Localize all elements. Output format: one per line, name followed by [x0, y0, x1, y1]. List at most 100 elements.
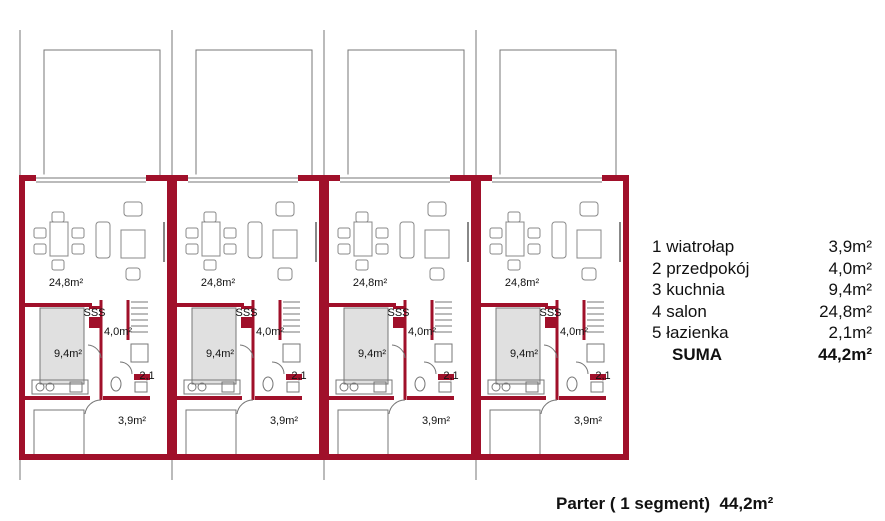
chair: [489, 227, 503, 239]
sofa: [399, 221, 415, 259]
bath-wall: [134, 374, 150, 380]
label-przedpokoj: 4,0m²: [408, 326, 436, 338]
vent-label: SSS: [387, 307, 409, 319]
washbasin: [590, 381, 604, 393]
label-salon: 24,8m²: [505, 277, 540, 289]
kitchen-counter: [191, 307, 237, 385]
stair-landing: [130, 343, 149, 363]
vent-label: SSS: [83, 307, 105, 319]
hob: [187, 382, 197, 392]
garden-terrace: [43, 49, 161, 179]
sink: [69, 381, 83, 393]
chair: [337, 227, 351, 239]
front-porch: [33, 409, 85, 459]
armchair: [579, 201, 599, 217]
dining-table: [201, 221, 221, 257]
legend-room-area: 4,0m²: [828, 258, 872, 278]
legend-room-name: 1 wiatrołap: [652, 237, 735, 256]
armchair: [427, 201, 447, 217]
chair: [223, 227, 237, 239]
garden-terrace: [499, 49, 617, 179]
label-kuchnia: 9,4m²: [510, 348, 538, 360]
door-swing: [239, 344, 254, 359]
front-porch: [489, 409, 541, 459]
chair: [507, 211, 521, 223]
stair-landing: [586, 343, 605, 363]
vent-label: SSS: [235, 307, 257, 319]
door-swing: [540, 399, 558, 415]
sink: [373, 381, 387, 393]
door-swing: [543, 344, 558, 359]
front-porch: [337, 409, 389, 459]
legend-total-area: 44,2m²: [818, 344, 872, 364]
door-swing: [87, 344, 102, 359]
door-swing: [271, 361, 285, 375]
chair: [223, 243, 237, 255]
hob: [197, 382, 207, 392]
label-przedpokoj: 4,0m²: [256, 326, 284, 338]
vent-box: [89, 309, 100, 317]
dining-table: [49, 221, 69, 257]
dining-table: [353, 221, 373, 257]
vent-box: [241, 309, 252, 317]
toilet: [110, 376, 122, 392]
hob: [339, 382, 349, 392]
legend-room-name: 2 przedpokój: [652, 258, 750, 278]
legend-room-area: 9,4m²: [828, 280, 872, 299]
label-kuchnia: 9,4m²: [54, 348, 82, 360]
toilet: [566, 376, 578, 392]
room-legend: 1 wiatrołap 3,9m² 2 przedpokój 4,0m² 3 k…: [652, 236, 872, 365]
label-salon: 24,8m²: [353, 277, 388, 289]
label-kuchnia: 9,4m²: [358, 348, 386, 360]
chair: [71, 243, 85, 255]
segment-4: SSS 24,8m² 9,4m² 4,0m² 2,1 3,9m²: [475, 30, 629, 480]
chair: [185, 227, 199, 239]
door-swing: [575, 361, 589, 375]
armchair: [125, 267, 141, 281]
vent-box: [393, 309, 404, 317]
label-wiatrolap: 3,9m²: [422, 415, 450, 427]
coffee-table: [120, 229, 146, 259]
hob: [491, 382, 501, 392]
chair: [527, 227, 541, 239]
kitchen-counter: [343, 307, 389, 385]
label-salon: 24,8m²: [49, 277, 84, 289]
label-przedpokoj: 4,0m²: [560, 326, 588, 338]
label-wiatrolap: 3,9m²: [270, 415, 298, 427]
kitchen-sink-row: [487, 379, 545, 395]
label-przedpokoj: 4,0m²: [104, 326, 132, 338]
legend-row-kuchnia: 3 kuchnia 9,4m²: [652, 279, 872, 301]
legend-room-name: 3 kuchnia: [652, 280, 725, 299]
door-swing: [236, 399, 254, 415]
vent-label: SSS: [539, 307, 561, 319]
label-lazienka: 2,1: [595, 370, 610, 382]
chair: [203, 259, 217, 271]
kitchen-sink-row: [31, 379, 89, 395]
legend-row-wiatrolap: 1 wiatrołap 3,9m²: [652, 236, 872, 258]
label-wiatrolap: 3,9m²: [118, 415, 146, 427]
washbasin: [438, 381, 452, 393]
plan-caption: Parter ( 1 segment) 44,2m²: [556, 494, 774, 513]
washbasin: [134, 381, 148, 393]
washbasin: [286, 381, 300, 393]
chair: [355, 211, 369, 223]
sink: [221, 381, 235, 393]
chair: [51, 211, 65, 223]
chair: [51, 259, 65, 271]
toilet: [262, 376, 274, 392]
legend-row-lazienka: 5 łazienka 2,1m²: [652, 322, 872, 344]
sofa: [551, 221, 567, 259]
vent-box: [545, 309, 556, 317]
legend-room-area: 2,1m²: [828, 323, 872, 342]
chair: [507, 259, 521, 271]
coffee-table: [424, 229, 450, 259]
door-swing: [119, 361, 133, 375]
bath-wall: [590, 374, 606, 380]
bath-wall: [286, 374, 302, 380]
kitchen-sink-row: [335, 379, 393, 395]
label-wiatrolap: 3,9m²: [574, 415, 602, 427]
hob: [501, 382, 511, 392]
armchair: [123, 201, 143, 217]
